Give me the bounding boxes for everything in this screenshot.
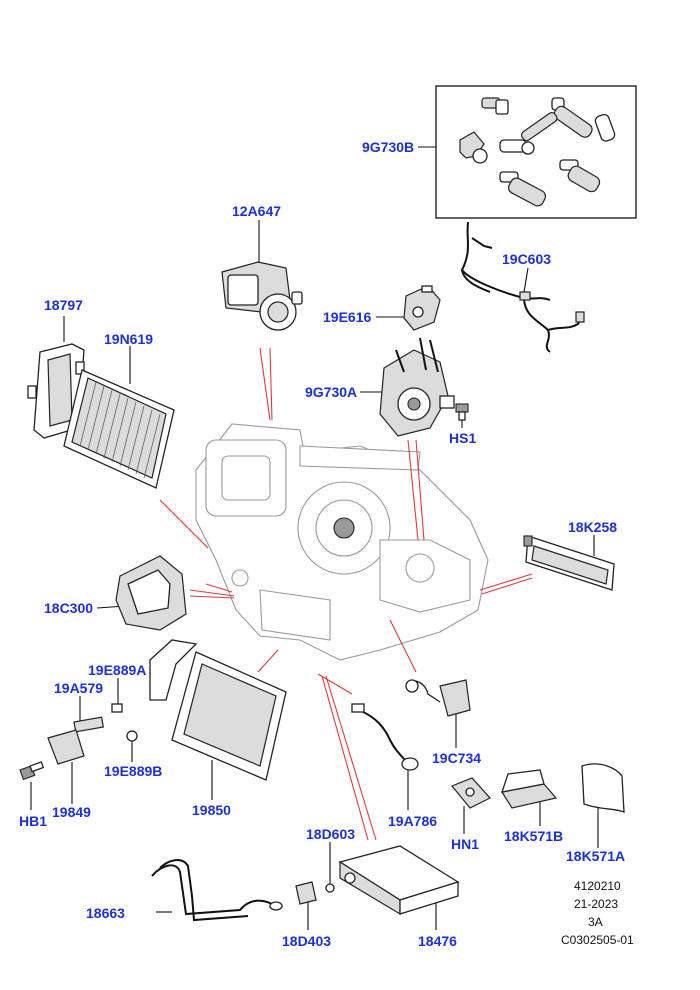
label-18797[interactable]: 18797 xyxy=(44,297,83,313)
9G730B-kit-parts xyxy=(459,97,616,207)
HS1-screw xyxy=(455,403,469,428)
19C734-bracket xyxy=(405,679,471,748)
label-18663[interactable]: 18663 xyxy=(86,905,125,921)
label-19N619[interactable]: 19N619 xyxy=(104,331,153,347)
label-12A647[interactable]: 12A647 xyxy=(232,203,281,219)
label-HB1[interactable]: HB1 xyxy=(19,813,47,829)
ref-number: 4120210 xyxy=(574,879,621,893)
18476-evaporator xyxy=(338,845,460,930)
18C300-duct xyxy=(96,555,187,631)
12A647-blower-motor xyxy=(221,220,303,331)
19E889A-clip xyxy=(111,678,123,713)
18663-hose xyxy=(151,859,283,922)
19850-heater-core xyxy=(149,639,287,800)
ref-date: 21-2023 xyxy=(574,897,618,911)
label-18476[interactable]: 18476 xyxy=(418,933,457,949)
label-18C300[interactable]: 18C300 xyxy=(44,600,93,616)
19C603-wiring-harness xyxy=(460,221,585,353)
18D603-o-ring xyxy=(325,842,335,893)
9G730A-actuator-assembly xyxy=(360,337,455,437)
HB1-bolt xyxy=(19,761,45,810)
hvac-housing xyxy=(195,423,489,661)
reference-block: 4120210 21-2023 3A C0302505-01 xyxy=(561,879,634,947)
18K571A-shield xyxy=(581,763,625,848)
label-18D603[interactable]: 18D603 xyxy=(306,826,355,842)
9G730B-kit-box xyxy=(418,85,637,219)
callout-lines xyxy=(159,347,533,841)
18D403-clamp xyxy=(295,881,317,930)
label-19C603[interactable]: 19C603 xyxy=(502,251,551,267)
18K258-duct xyxy=(523,535,615,591)
label-19849[interactable]: 19849 xyxy=(52,804,91,820)
19N619-pollen-filter xyxy=(63,346,175,489)
19E616-actuator xyxy=(376,285,441,331)
19A579-bracket xyxy=(73,696,105,733)
19A786-pipe xyxy=(351,703,419,810)
label-19A786[interactable]: 19A786 xyxy=(388,813,437,829)
label-19850[interactable]: 19850 xyxy=(192,802,231,818)
ref-code: C0302505-01 xyxy=(561,933,634,947)
19E889B-clip xyxy=(126,730,138,762)
label-19A579[interactable]: 19A579 xyxy=(54,680,103,696)
label-18K258[interactable]: 18K258 xyxy=(568,519,617,535)
ref-rev: 3A xyxy=(588,915,603,929)
label-18K571B[interactable]: 18K571B xyxy=(504,828,563,844)
label-HS1[interactable]: HS1 xyxy=(449,430,476,446)
label-18D403[interactable]: 18D403 xyxy=(282,933,331,949)
HN1-nut xyxy=(451,777,491,834)
label-9G730A[interactable]: 9G730A xyxy=(305,384,357,400)
label-18K571A[interactable]: 18K571A xyxy=(566,848,625,864)
label-9G730B[interactable]: 9G730B xyxy=(362,139,414,155)
label-HN1[interactable]: HN1 xyxy=(451,836,479,852)
19849-valve xyxy=(47,729,85,804)
label-19E889B[interactable]: 19E889B xyxy=(104,763,162,779)
label-19E889A[interactable]: 19E889A xyxy=(88,662,146,678)
label-19E616[interactable]: 19E616 xyxy=(323,309,371,325)
18K571B-bracket xyxy=(501,769,558,826)
label-19C734[interactable]: 19C734 xyxy=(432,750,481,766)
